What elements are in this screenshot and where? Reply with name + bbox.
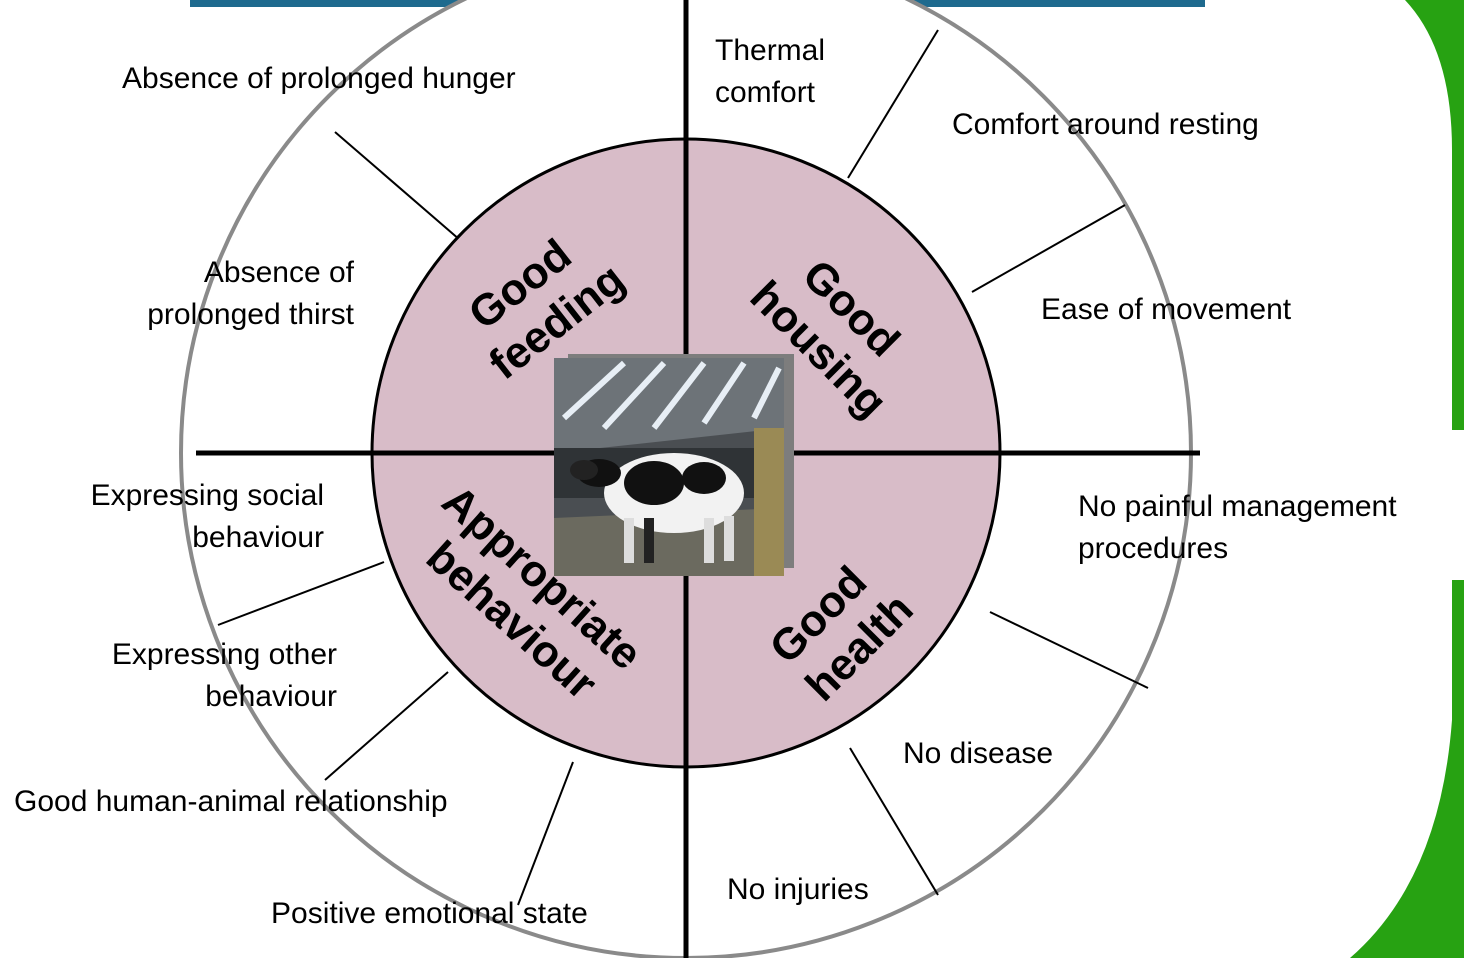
spoke-resting-movement <box>971 204 1126 293</box>
cow-photo-icon <box>554 358 784 576</box>
criterion-human-animal: Good human-animal relationship <box>14 785 448 818</box>
criterion-social: Expressing social behaviour <box>90 479 324 554</box>
criterion-painful: No painful management procedures <box>1078 490 1397 565</box>
green-panel-notch <box>1452 430 1464 580</box>
spoke-disease-injuries <box>849 747 939 896</box>
spoke-thermal-resting <box>847 29 939 179</box>
criterion-emotional: Positive emotional state <box>271 897 588 930</box>
spoke-other-human <box>324 671 449 781</box>
criterion-thirst: Absence of prolonged thirst <box>147 256 354 331</box>
green-side-panel <box>1350 0 1464 958</box>
spoke-painful-disease <box>989 611 1149 689</box>
criterion-thermal: Thermal comfort <box>715 34 826 109</box>
criterion-injuries: No injuries <box>727 873 869 906</box>
spokes <box>217 29 1149 906</box>
criterion-disease: No disease <box>903 737 1054 770</box>
criterion-movement: Ease of movement <box>1041 293 1292 326</box>
criterion-hunger: Absence of prolonged hunger <box>122 62 516 95</box>
criterion-other: Expressing other behaviour <box>111 638 337 713</box>
spoke-hunger-thirst <box>334 131 461 241</box>
spoke-human-emotional <box>517 761 574 906</box>
criterion-resting: Comfort around resting <box>952 108 1259 141</box>
spoke-social-other <box>217 561 385 626</box>
